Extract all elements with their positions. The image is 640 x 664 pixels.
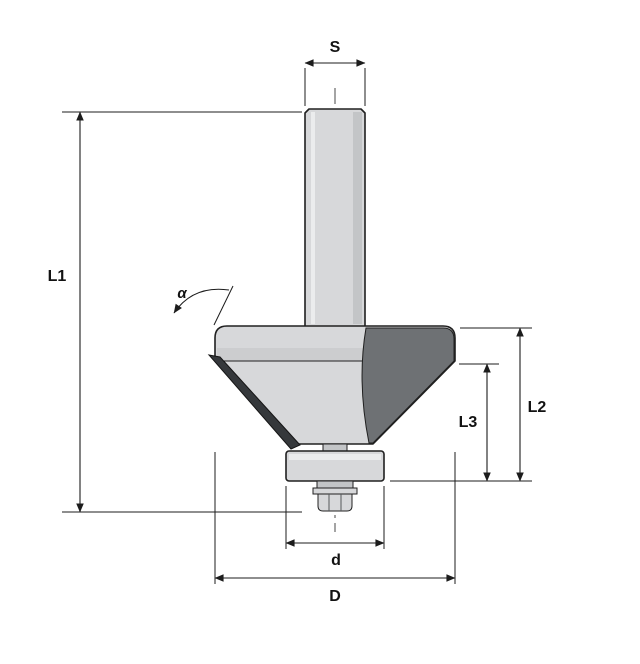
shank-shading xyxy=(353,112,362,324)
angle-reference-line xyxy=(213,285,234,326)
dimension-shank-diameter: S xyxy=(304,39,366,106)
label-cut-length: L3 xyxy=(459,414,478,431)
dim-s-extension-lines xyxy=(304,68,366,106)
retaining-nut xyxy=(317,493,353,512)
dimension-overall-length: L1 xyxy=(48,111,302,513)
cutter-head xyxy=(207,325,456,453)
bearing-highlight xyxy=(289,454,381,460)
label-bearing-diameter: d xyxy=(331,552,341,569)
label-overall-length: L1 xyxy=(48,268,67,285)
label-chamfer-angle: α xyxy=(177,285,187,302)
washer xyxy=(316,480,354,489)
bearing-assembly xyxy=(285,450,385,512)
dim-d-extension-lines xyxy=(285,486,385,549)
shank-highlight xyxy=(311,112,315,324)
angle-arc xyxy=(173,288,230,314)
label-cutter-diameter: D xyxy=(329,588,341,605)
dimension-cut-length: L3 xyxy=(459,363,499,482)
nut-facet-lines xyxy=(328,494,342,511)
dimension-cutter-diameter: D xyxy=(214,452,456,605)
label-shank-diameter: S xyxy=(330,39,341,56)
flute-face xyxy=(361,327,455,444)
chamfer-angle-annotation: α xyxy=(173,285,234,326)
dim-D-extension-lines xyxy=(214,452,456,584)
nut-flange xyxy=(312,487,358,495)
cutting-blade xyxy=(207,354,301,450)
shank xyxy=(304,108,366,328)
dim-l1-extension-lines xyxy=(62,111,302,513)
dimension-bearing-diameter: d xyxy=(285,486,385,569)
dimension-head-length: L2 xyxy=(390,327,547,482)
label-head-length: L2 xyxy=(528,399,547,416)
